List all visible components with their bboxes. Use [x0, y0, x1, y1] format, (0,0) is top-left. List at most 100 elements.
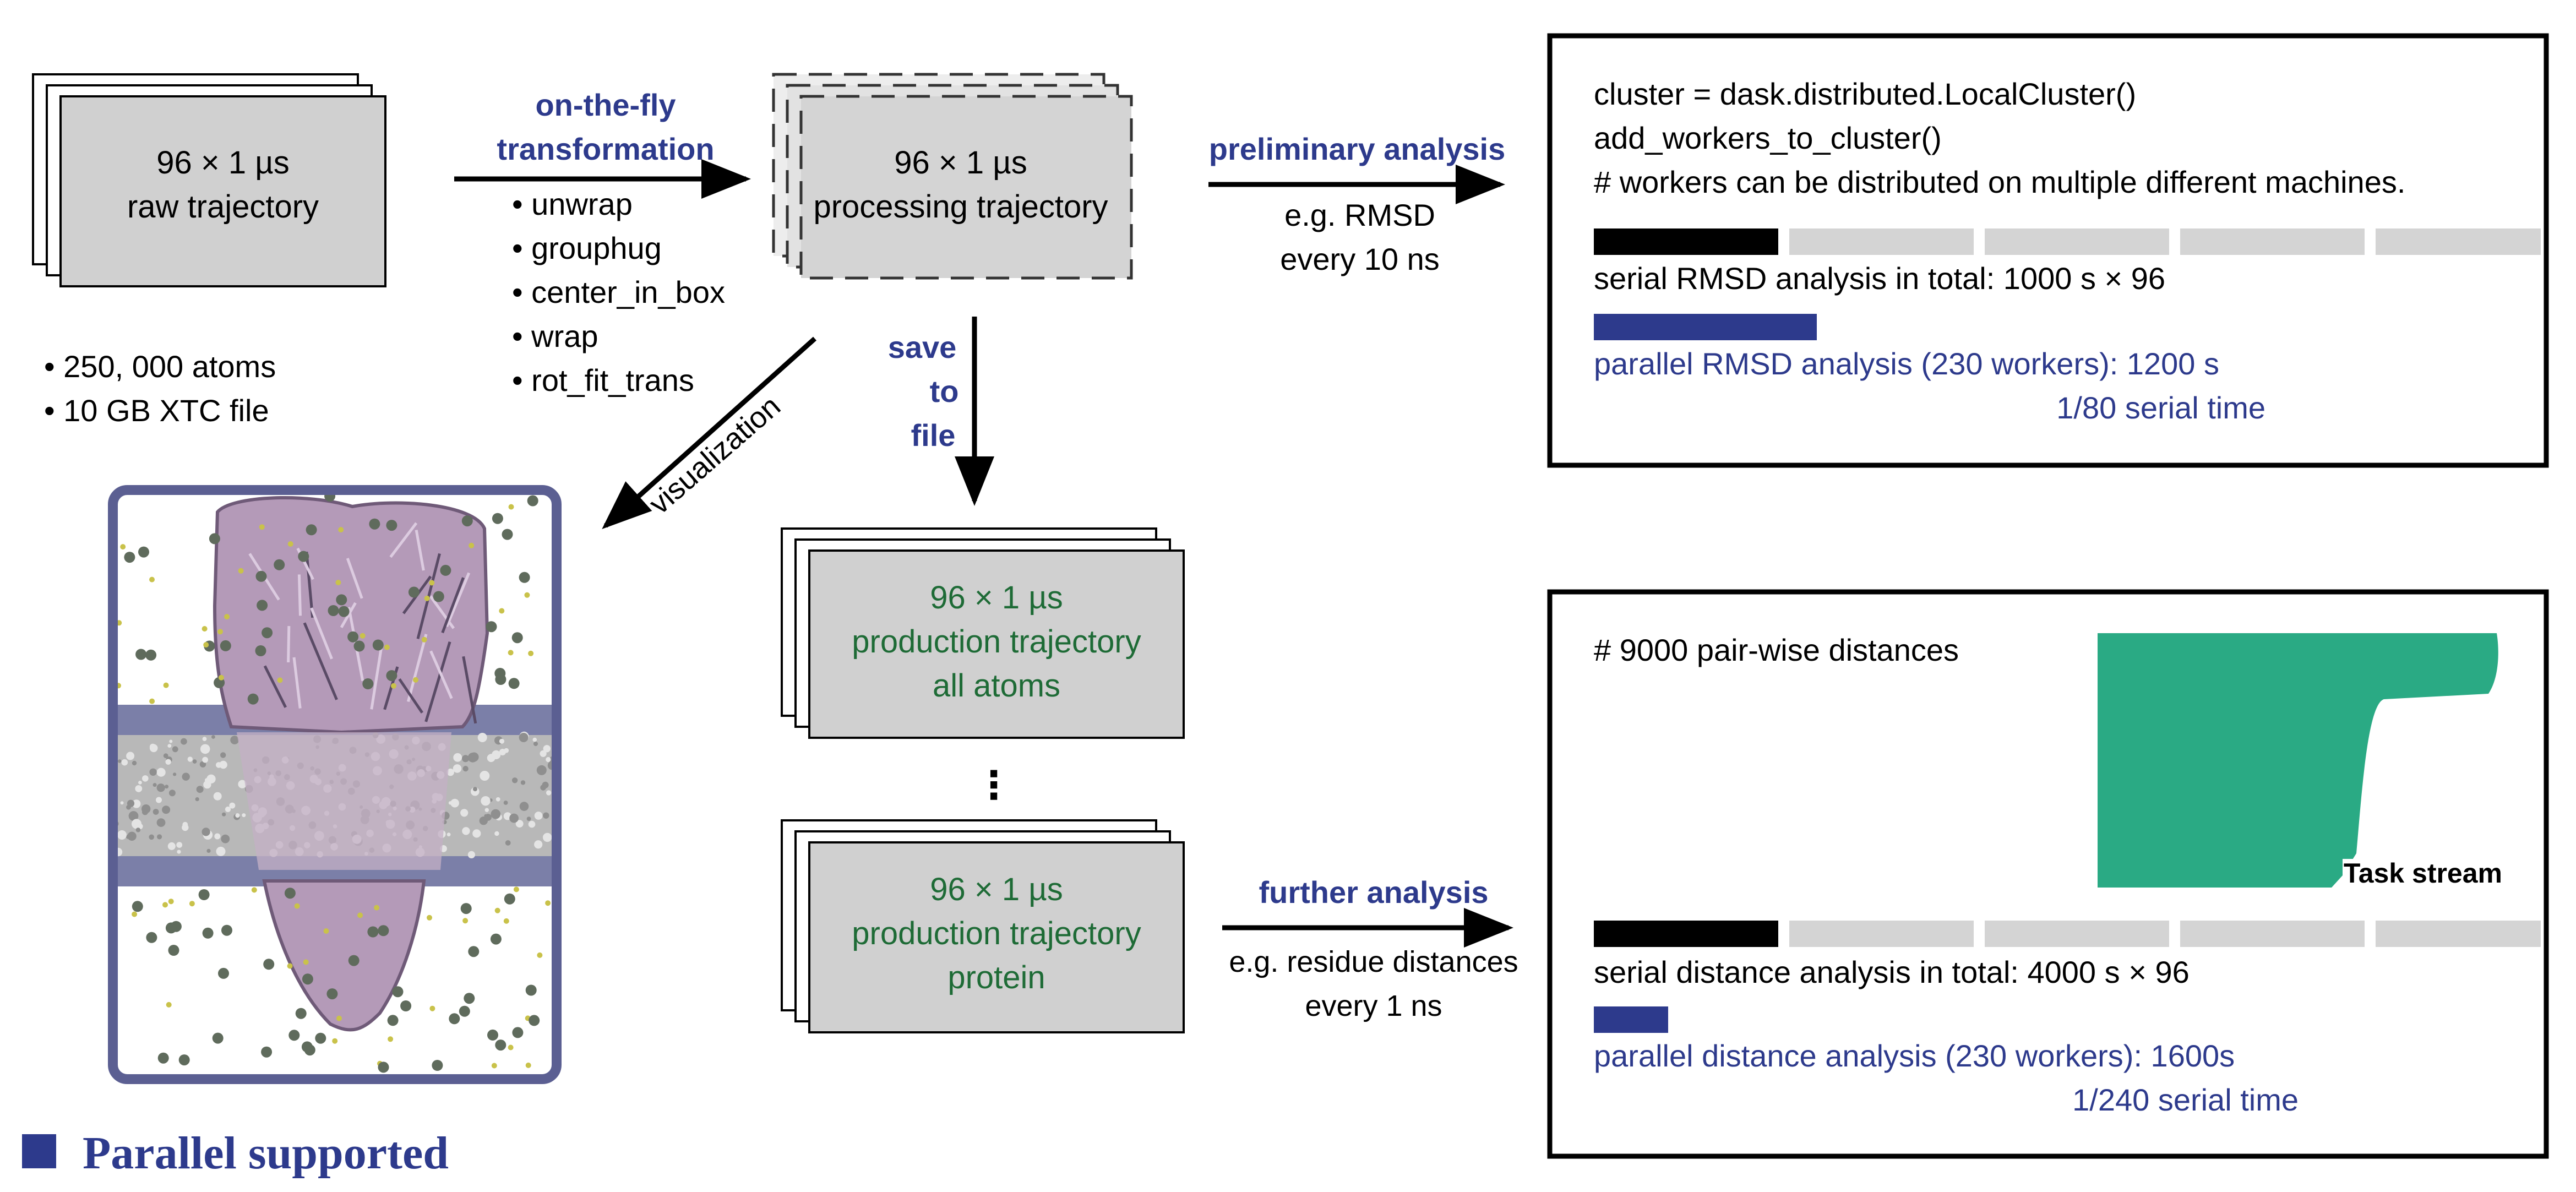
transform-step: • rot_fit_trans — [512, 363, 694, 398]
ion — [369, 518, 380, 530]
preliminary-sub-1: e.g. RMSD — [1284, 198, 1435, 232]
preliminary-sub-2: every 10 ns — [1280, 242, 1440, 276]
ion — [218, 674, 224, 681]
ion — [212, 1032, 224, 1044]
transform-title-1: on-the-fly — [535, 88, 676, 122]
ion — [261, 1046, 273, 1058]
lipid — [165, 759, 171, 765]
protein-strand — [340, 602, 357, 628]
ion — [149, 576, 155, 583]
lipid — [528, 820, 536, 828]
protein-strand — [297, 574, 302, 616]
ion — [287, 541, 293, 547]
ion — [168, 945, 179, 956]
protein-strand — [296, 547, 314, 580]
lipid — [182, 824, 189, 831]
raw-bullet-file: • 10 GB XTC file — [44, 393, 269, 428]
lipid — [206, 848, 211, 853]
ion — [247, 693, 259, 705]
simulation-snapshot — [108, 485, 562, 1084]
lipid — [153, 783, 157, 787]
ion — [424, 595, 430, 601]
ion — [132, 911, 138, 917]
distance-comment: # 9000 pair-wise distances — [1594, 633, 1959, 667]
lipid — [182, 772, 190, 781]
lipid — [242, 813, 246, 818]
lipid — [494, 831, 499, 836]
ion — [209, 533, 220, 545]
lipid — [126, 752, 135, 760]
lipid — [515, 820, 524, 828]
ion — [508, 678, 520, 689]
lipid — [520, 780, 526, 785]
lipid — [450, 798, 459, 808]
lipid — [484, 814, 488, 818]
ion — [527, 495, 538, 507]
ion — [513, 886, 519, 892]
lipid — [219, 760, 227, 769]
lipid — [222, 812, 226, 817]
ion — [374, 905, 380, 911]
lipid — [499, 738, 505, 744]
ion — [220, 640, 231, 651]
production-all-line-1: 96 × 1 µs — [930, 580, 1063, 616]
ion — [525, 984, 537, 996]
lipid — [533, 741, 538, 747]
ion — [386, 520, 397, 531]
ion — [201, 626, 208, 632]
lipid — [167, 842, 176, 850]
ion — [508, 504, 514, 510]
lipid — [156, 768, 166, 777]
ion — [512, 1027, 524, 1038]
ion — [149, 698, 155, 704]
ion — [332, 1038, 338, 1044]
ion — [386, 670, 397, 682]
distance-ratio-text: 1/240 serial time — [2072, 1082, 2299, 1117]
protein-strand — [303, 622, 338, 700]
ion — [348, 955, 360, 966]
protein-strand — [383, 666, 399, 710]
lipid — [526, 817, 531, 821]
protein-strand — [292, 657, 302, 709]
lipid — [118, 759, 122, 763]
ion — [378, 1062, 389, 1073]
bar-segment — [1789, 921, 1974, 947]
lipid — [238, 780, 247, 788]
lipid — [142, 775, 149, 782]
ion — [490, 933, 502, 945]
distance-panel: # 9000 pair-wise distances Task stream s… — [1547, 589, 2549, 1159]
transform-step: • wrap — [512, 319, 598, 353]
lipid — [202, 756, 208, 763]
ion — [315, 1032, 326, 1044]
lipid — [132, 799, 141, 808]
ion — [492, 513, 503, 524]
ion — [224, 614, 230, 620]
transform-title-2: transformation — [497, 132, 714, 166]
lipid — [534, 840, 543, 849]
protein-intracellular — [262, 879, 426, 1032]
lipid — [460, 809, 469, 817]
preliminary-title: preliminary analysis — [1209, 132, 1506, 166]
ion — [146, 932, 157, 943]
ion — [491, 1063, 497, 1069]
ion — [336, 1015, 342, 1021]
lipid — [200, 744, 210, 754]
ion — [163, 682, 169, 688]
lipid — [536, 765, 547, 775]
lipid — [477, 733, 487, 742]
ion — [120, 544, 126, 550]
ion — [391, 683, 396, 689]
ion — [353, 640, 365, 652]
lipid — [165, 785, 169, 789]
ion — [372, 639, 384, 651]
lipid — [543, 812, 549, 819]
lipid — [467, 851, 476, 858]
ion — [295, 1008, 307, 1019]
lipid — [187, 756, 193, 762]
protein-strand — [462, 656, 477, 724]
rmsd-panel: cluster = dask.distributed.LocalCluster(… — [1547, 33, 2549, 468]
ion — [145, 649, 157, 661]
ion — [545, 900, 551, 906]
lipid — [135, 785, 143, 792]
